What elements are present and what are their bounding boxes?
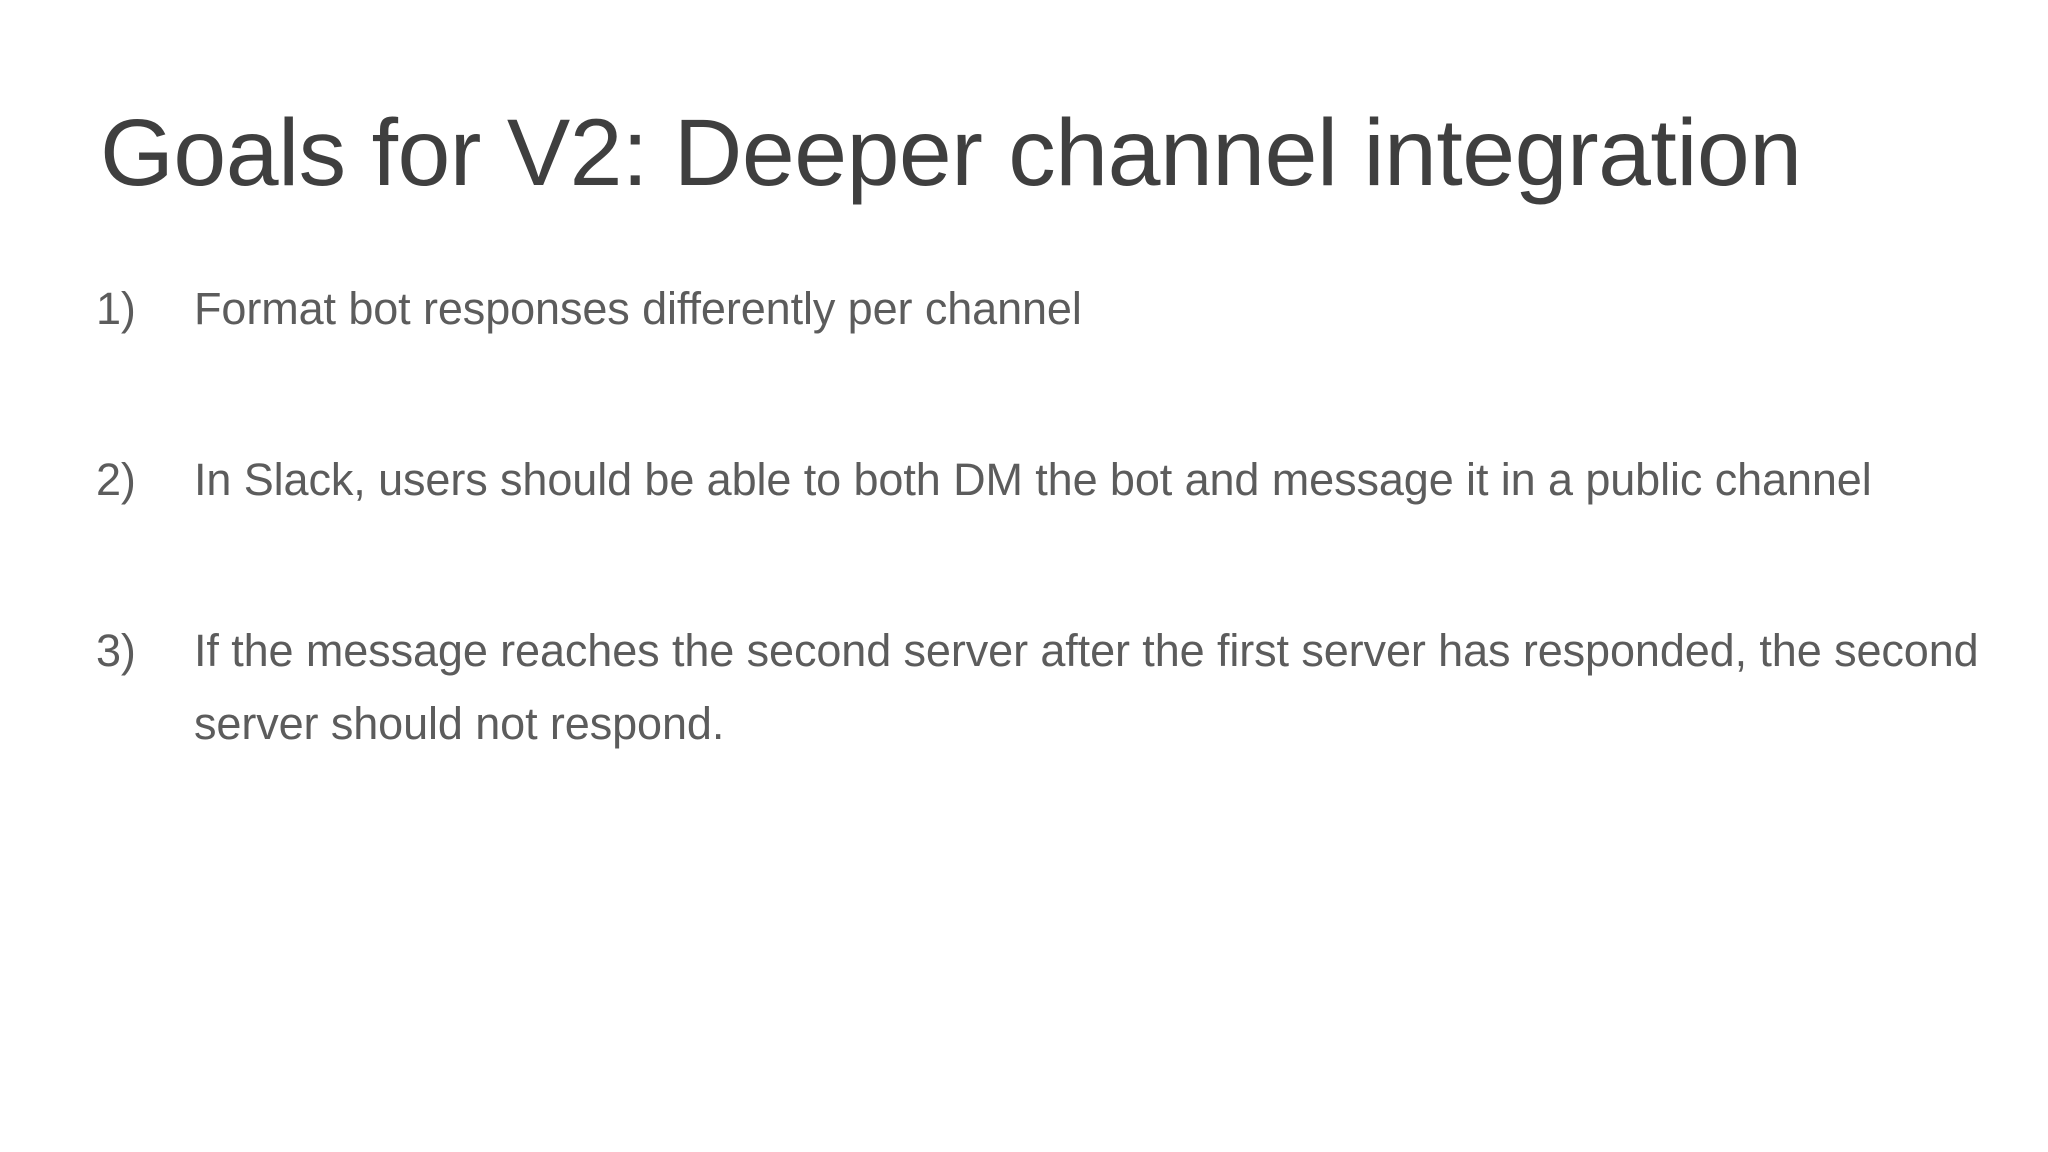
list-item-marker: 2) — [96, 454, 136, 505]
list-spacer — [96, 345, 2006, 443]
list-item-marker: 3) — [96, 625, 136, 676]
page-title: Goals for V2: Deeper channel integration — [100, 100, 1802, 206]
goals-list: 1) Format bot responses differently per … — [96, 272, 2006, 760]
list-item-marker: 1) — [96, 283, 136, 334]
list-item-text: If the message reaches the second server… — [194, 625, 1979, 749]
list-item: 3) If the message reaches the second ser… — [96, 614, 2006, 760]
list-item: 1) Format bot responses differently per … — [96, 272, 2006, 345]
list-item: 2) In Slack, users should be able to bot… — [96, 443, 2006, 516]
list-item-text: Format bot responses differently per cha… — [194, 283, 1082, 334]
list-item-text: In Slack, users should be able to both D… — [194, 454, 1872, 505]
list-spacer — [96, 516, 2006, 614]
